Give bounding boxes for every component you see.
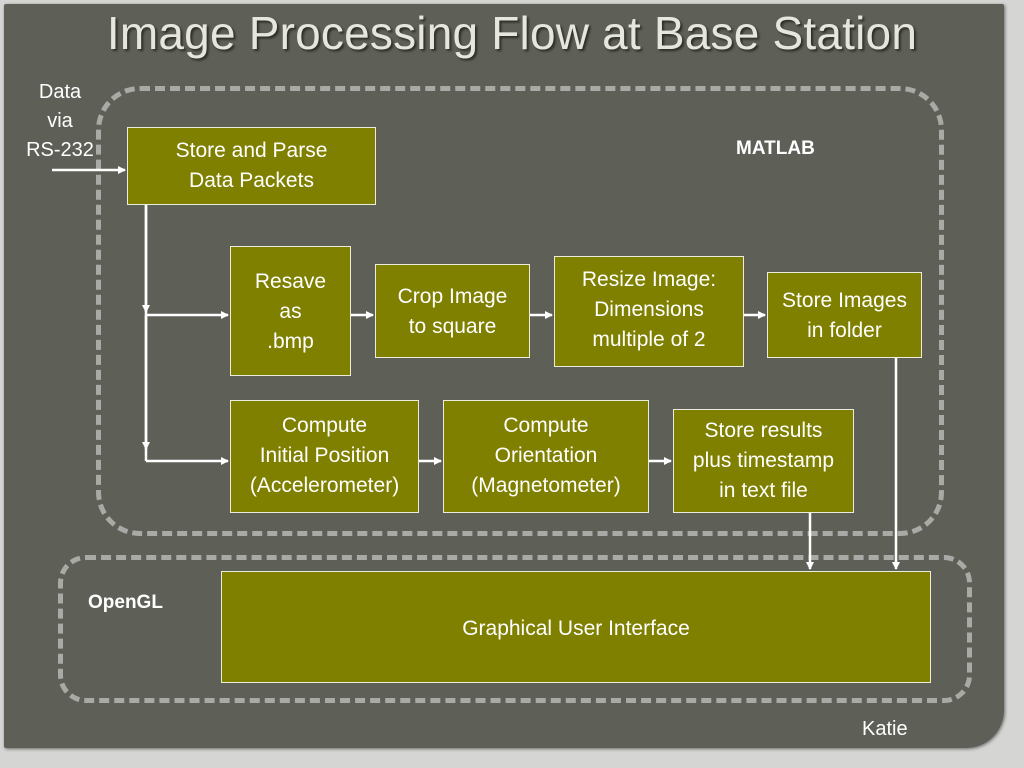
store-parse-box: Store and Parse Data Packets — [127, 127, 376, 205]
author-name: Katie — [862, 718, 908, 740]
matlab-label: MATLAB — [736, 138, 815, 159]
gui-box: Graphical User Interface — [221, 571, 931, 683]
page-title: Image Processing Flow at Base Station — [106, 7, 918, 59]
store-images-box: Store Images in folder — [767, 272, 922, 358]
resize-image-box: Resize Image: Dimensions multiple of 2 — [554, 256, 744, 367]
compute-orientation-box: Compute Orientation (Magnetometer) — [443, 400, 649, 513]
resave-bmp-box: Resave as .bmp — [230, 246, 351, 376]
data-input-label: Data via RS-232 — [26, 81, 94, 161]
crop-image-box: Crop Image to square — [375, 264, 530, 358]
opengl-region — [58, 555, 972, 703]
matlab-region — [96, 86, 944, 536]
store-results-box: Store results plus timestamp in text fil… — [673, 409, 854, 513]
compute-position-box: Compute Initial Position (Accelerometer) — [230, 400, 419, 513]
opengl-label: OpenGL — [88, 592, 163, 613]
